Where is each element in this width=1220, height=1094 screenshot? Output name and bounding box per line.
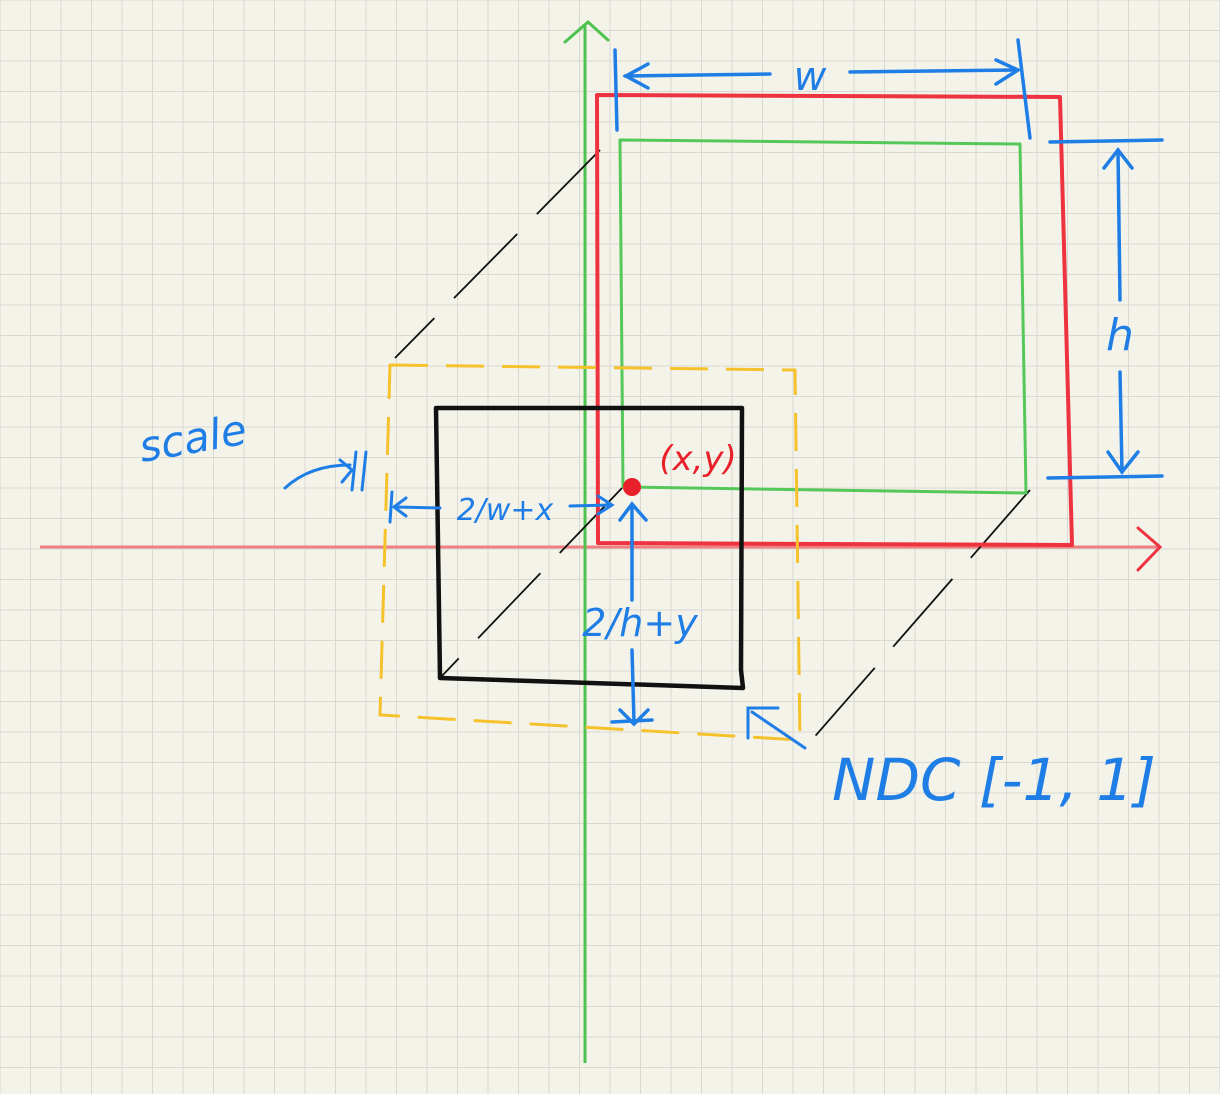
ndc-arrow	[746, 706, 807, 750]
y-axis-arrow-icon	[563, 19, 610, 44]
height-dimension	[1046, 138, 1164, 480]
x-offset-dimension	[388, 490, 615, 524]
arrow-left-icon	[391, 496, 408, 518]
viewport-outer-rect	[595, 93, 1074, 547]
arrow-icon	[746, 706, 780, 740]
width-dimension	[613, 38, 1032, 140]
viewport-inner-rect	[618, 138, 1028, 495]
ndc-box	[433, 405, 746, 691]
width-label: w	[794, 54, 827, 100]
y-offset-label: 2/h+y	[582, 601, 698, 645]
y-offset-dimension	[610, 501, 654, 727]
scale-arrow	[283, 463, 352, 490]
arrow-right-icon	[596, 494, 615, 516]
arrow-left-icon	[622, 62, 650, 90]
arrow-right-icon	[994, 58, 1022, 86]
origin-point	[623, 478, 641, 496]
point-label: (x,y)	[659, 439, 737, 479]
height-label: h	[1106, 310, 1134, 361]
ndc-label: NDC [-1, 1]	[832, 746, 1156, 814]
projection-lines	[394, 149, 1031, 743]
arrow-up-icon	[1102, 147, 1134, 170]
arrow-up-icon	[618, 501, 648, 522]
scaled-box	[378, 363, 802, 742]
arrow-down-icon	[1106, 450, 1140, 475]
x-axis-arrow-icon	[1136, 526, 1163, 572]
scale-marker-icon	[338, 450, 368, 492]
arrow-down-icon	[618, 708, 650, 727]
x-offset-label: 2/w+x	[457, 493, 554, 528]
